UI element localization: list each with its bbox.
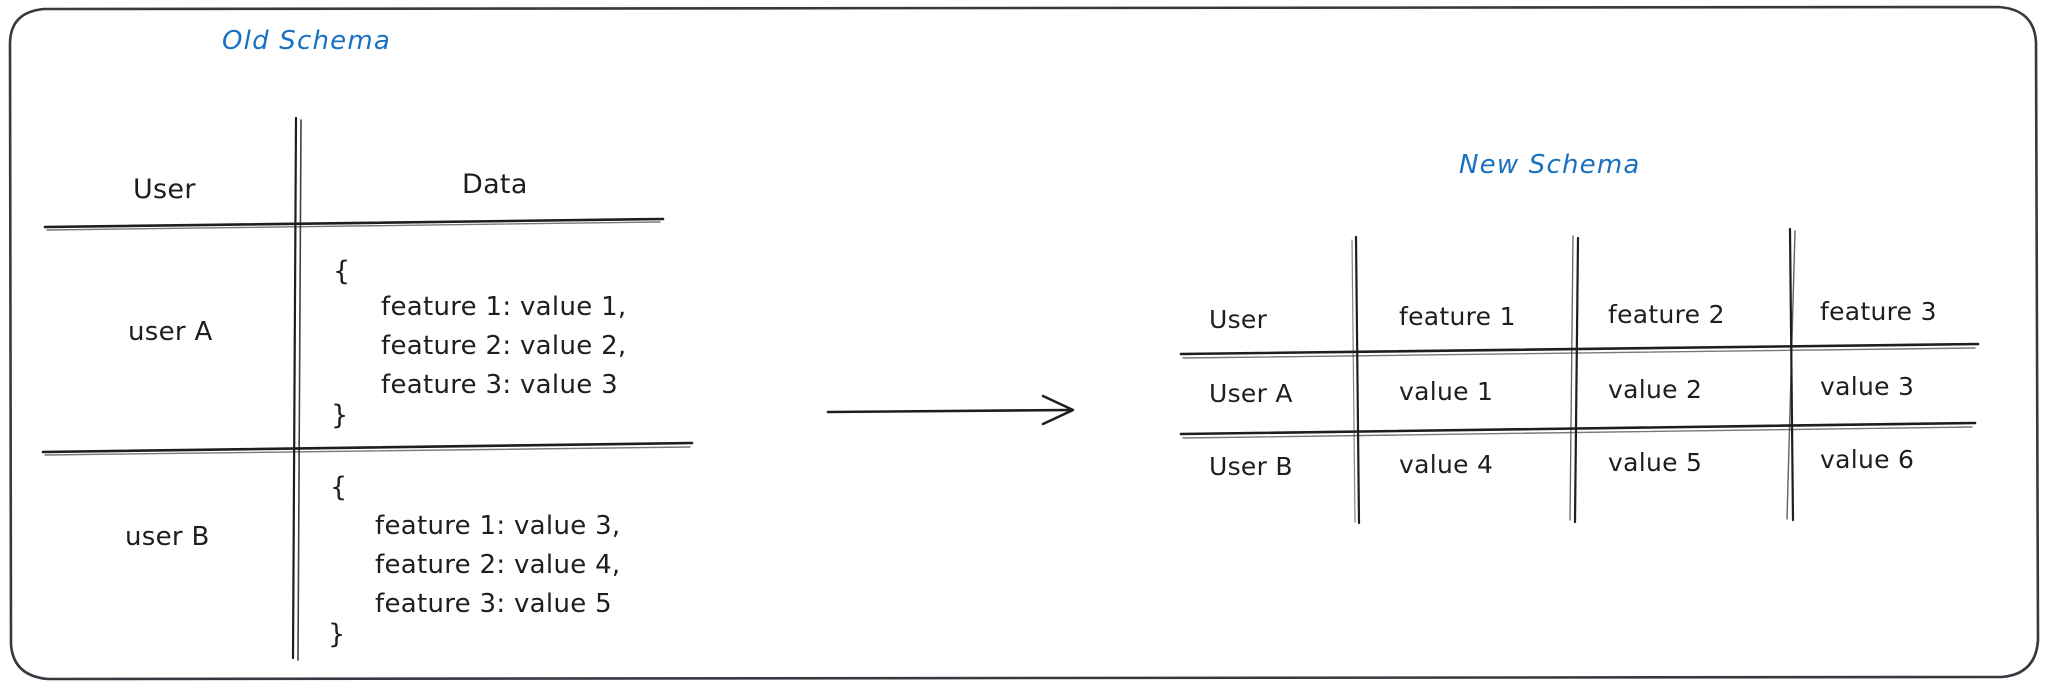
left-row-user: user A bbox=[128, 317, 213, 347]
right-cell-user: User A bbox=[1209, 379, 1293, 408]
left-row-close-brace: } bbox=[331, 400, 349, 431]
right-cell-feature-1: value 1 bbox=[1399, 377, 1494, 406]
right-header-feature-2: feature 2 bbox=[1608, 300, 1725, 329]
left-row-open-brace: { bbox=[330, 472, 348, 503]
left-row-json-line: feature 1: value 1, bbox=[381, 292, 627, 322]
right-header-feature-1: feature 1 bbox=[1399, 302, 1516, 331]
left-row-json-line: feature 3: value 3 bbox=[381, 370, 618, 400]
left-row-user: user B bbox=[125, 522, 210, 552]
left-row-close-brace: } bbox=[328, 619, 346, 650]
new-schema-title: New Schema bbox=[1459, 150, 1641, 180]
left-row-open-brace: { bbox=[333, 256, 351, 287]
left-row-json-line: feature 3: value 5 bbox=[375, 589, 612, 619]
left-header-data: Data bbox=[462, 169, 528, 200]
left-header-user: User bbox=[133, 174, 196, 205]
right-cell-feature-1: value 4 bbox=[1399, 450, 1494, 479]
right-cell-user: User B bbox=[1209, 452, 1293, 481]
left-row-json-line: feature 1: value 3, bbox=[375, 511, 621, 541]
transform-arrow-stroke bbox=[826, 394, 1075, 426]
outer-frame bbox=[8, 5, 2040, 681]
right-cell-feature-2: value 2 bbox=[1608, 375, 1703, 404]
left-row-json-line: feature 2: value 2, bbox=[381, 331, 627, 361]
right-cell-feature-3: value 6 bbox=[1820, 445, 1915, 474]
left-row-json-line: feature 2: value 4, bbox=[375, 550, 621, 580]
old-schema-title: Old Schema bbox=[222, 26, 391, 56]
right-header-feature-3: feature 3 bbox=[1820, 297, 1937, 326]
right-cell-feature-2: value 5 bbox=[1608, 448, 1703, 477]
right-cell-feature-3: value 3 bbox=[1820, 372, 1915, 401]
right-header-user: User bbox=[1209, 305, 1268, 334]
